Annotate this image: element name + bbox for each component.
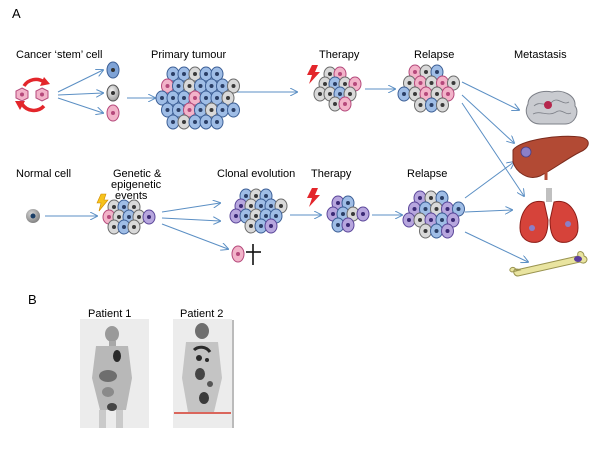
label-clonal-evolution: Clonal evolution bbox=[217, 168, 296, 180]
label-metastasis: Metastasis bbox=[514, 49, 567, 61]
relapse-top-cell bbox=[425, 97, 438, 113]
label-cancer-stem-cell: Cancer ‘stem’ cell bbox=[16, 49, 103, 61]
primary-tumour-cell bbox=[205, 78, 218, 94]
therapy-bottom-cell bbox=[356, 206, 370, 222]
dying-clone-cell bbox=[231, 245, 245, 263]
relapse-top-cell bbox=[419, 86, 433, 102]
relapse-bottom-cell bbox=[402, 212, 416, 228]
therapy-bolt-top bbox=[307, 65, 320, 84]
bone-icon bbox=[509, 251, 588, 277]
relapse-bottom-cell bbox=[452, 201, 465, 217]
label-relapse-bottom: Relapse bbox=[407, 168, 448, 180]
primary-tumour-cell bbox=[221, 90, 235, 106]
label-genetic-line3: events bbox=[115, 190, 148, 202]
primary-tumour-cell bbox=[199, 114, 213, 130]
primary-tumour-cell bbox=[210, 66, 224, 82]
primary-tumour-cell bbox=[155, 90, 169, 106]
cell-clusters bbox=[102, 64, 465, 239]
primary-tumour-cell bbox=[161, 102, 174, 118]
scan-patient-1 bbox=[80, 319, 149, 428]
primary-tumour-cell bbox=[188, 90, 202, 106]
arrows-top-row bbox=[57, 70, 524, 196]
panel-a-letter: A bbox=[12, 6, 21, 21]
lungs-icon bbox=[519, 188, 579, 243]
therapy-bolt-bottom bbox=[307, 188, 320, 207]
therapy-bottom-cell bbox=[341, 195, 355, 211]
label-genetic-line1: Genetic & bbox=[113, 168, 162, 180]
label-therapy-bottom: Therapy bbox=[311, 168, 352, 180]
cancer-stem-cell-icon bbox=[15, 77, 50, 113]
daughter-cells bbox=[106, 61, 120, 122]
relapse-top-cell bbox=[430, 64, 444, 80]
brain-icon bbox=[525, 90, 578, 125]
label-relapse-top: Relapse bbox=[414, 49, 455, 61]
label-normal-cell: Normal cell bbox=[16, 168, 72, 180]
relapse-top-cell bbox=[414, 97, 427, 113]
genetic-events-cell bbox=[127, 219, 141, 235]
clonal-evolution-cell bbox=[264, 218, 278, 234]
relapse-top-cell bbox=[397, 86, 411, 102]
primary-tumour-cell bbox=[166, 114, 180, 130]
relapse-bottom-cell bbox=[419, 223, 432, 239]
label-genetic-line2: epigenetic bbox=[111, 179, 162, 191]
panel-b-letter: B bbox=[28, 292, 37, 307]
relapse-bottom-cell bbox=[430, 223, 443, 239]
label-primary-tumour: Primary tumour bbox=[151, 49, 227, 61]
primary-tumour-cell bbox=[172, 78, 185, 94]
relapse-top-cell bbox=[436, 97, 449, 113]
primary-tumour-cell bbox=[216, 102, 229, 118]
normal-cell-icon bbox=[26, 209, 40, 223]
primary-tumour-cell bbox=[210, 90, 224, 106]
relapse-top-cell bbox=[403, 75, 416, 91]
primary-tumour-cell bbox=[227, 78, 240, 94]
label-patient-1: Patient 1 bbox=[88, 308, 132, 320]
cross-icon bbox=[246, 244, 261, 265]
relapse-bottom-cell bbox=[413, 190, 427, 206]
label-therapy-top: Therapy bbox=[319, 49, 360, 61]
liver-icon bbox=[512, 135, 589, 180]
primary-tumour-cell bbox=[183, 78, 196, 94]
primary-tumour-cell bbox=[199, 90, 213, 106]
clonal-evolution-cell bbox=[244, 218, 258, 234]
primary-tumour-cell bbox=[216, 78, 229, 94]
primary-tumour-cell bbox=[177, 114, 191, 130]
relapse-bottom-cell bbox=[441, 223, 454, 239]
therapy-bottom-cell bbox=[341, 217, 355, 233]
primary-tumour-cell bbox=[210, 114, 224, 130]
label-patient-2: Patient 2 bbox=[180, 308, 224, 320]
scan-patient-2 bbox=[173, 319, 234, 428]
mutation-bolt-icon bbox=[96, 193, 109, 212]
genetic-events-cell bbox=[117, 219, 131, 235]
arrows-bottom-row bbox=[45, 162, 528, 262]
primary-tumour-cell bbox=[227, 102, 240, 118]
genetic-events-cell bbox=[142, 209, 156, 225]
primary-tumour-cell bbox=[188, 114, 202, 130]
therapy-top-cell bbox=[338, 96, 352, 112]
